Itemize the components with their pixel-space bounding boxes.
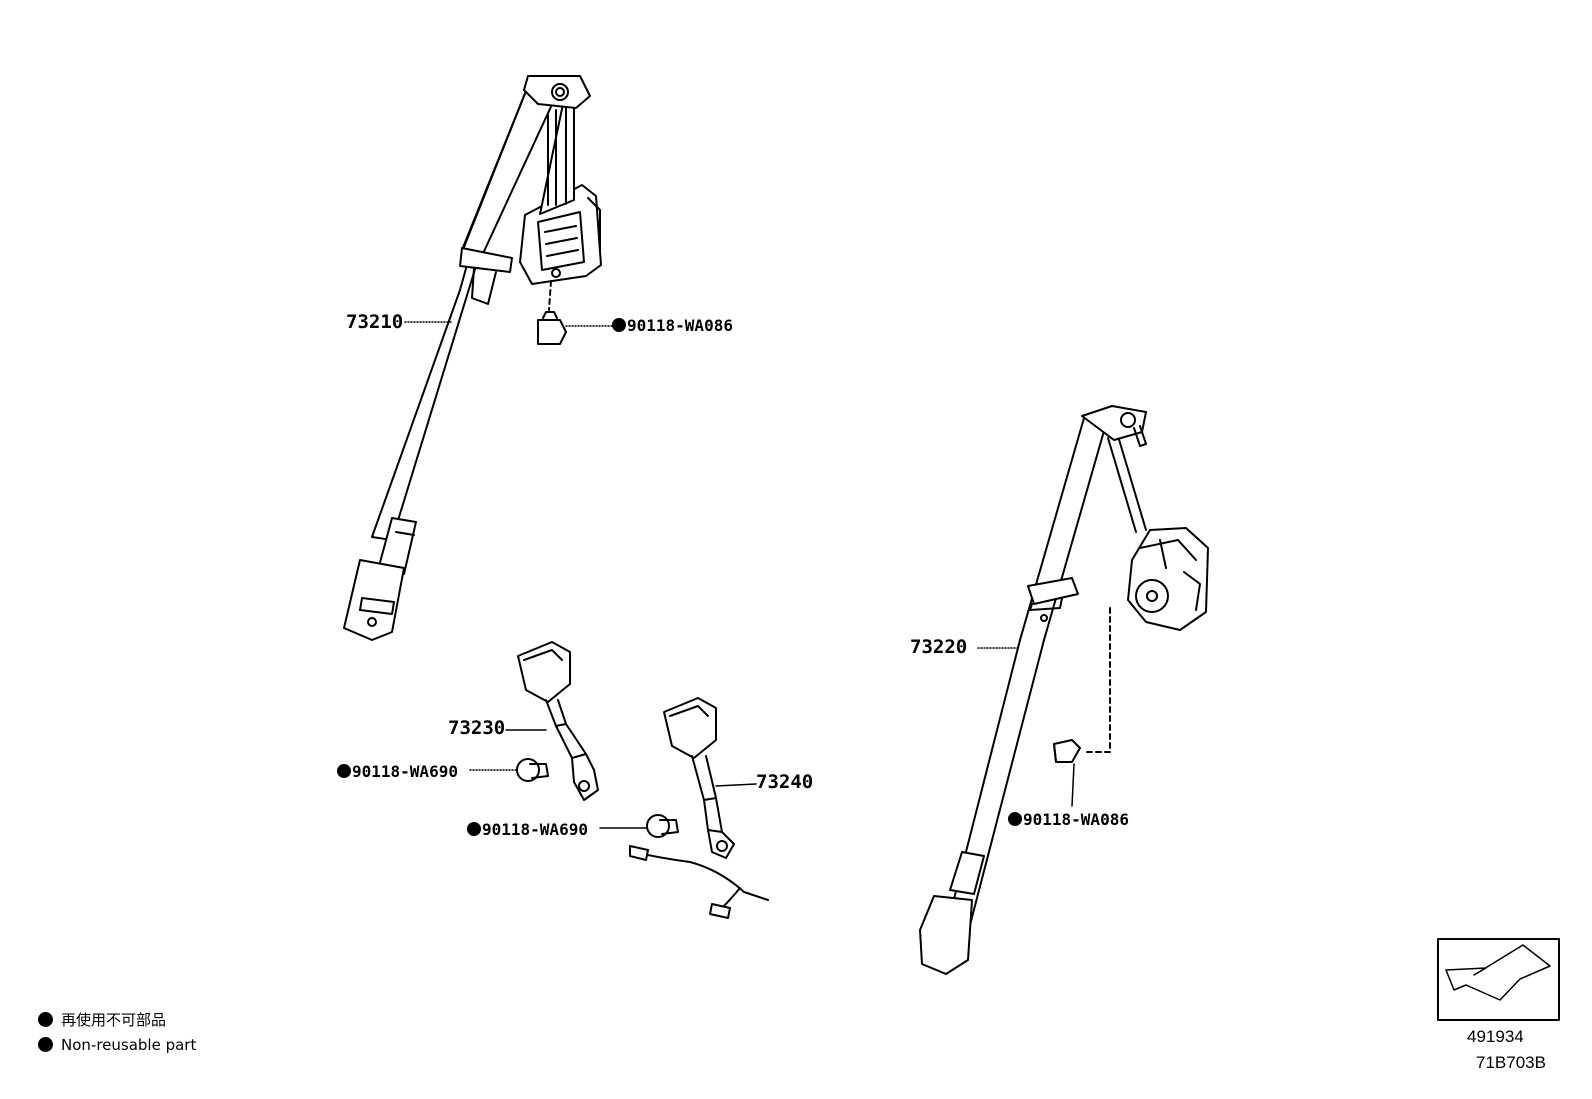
non-reusable-dot-icon	[612, 318, 626, 332]
buckle-73230[interactable]	[505, 641, 599, 801]
legend-non-reusable-en: Non-reusable part	[38, 1036, 196, 1054]
reference-arrow-icon	[1437, 938, 1560, 1021]
non-reusable-dot-icon	[467, 822, 481, 836]
label-bolt-90118-wa086-left[interactable]: 90118-WA086	[612, 316, 733, 336]
non-reusable-dot-icon	[1008, 812, 1022, 826]
label-73230[interactable]: 73230	[448, 717, 506, 739]
buckle-73240[interactable]	[629, 697, 769, 919]
bolt-90118-wa690-a[interactable]	[469, 758, 549, 782]
label-bolt-90118-wa690-a[interactable]: 90118-WA690	[337, 762, 458, 782]
label-73220[interactable]: 73220	[910, 636, 968, 658]
label-73210[interactable]: 73210	[346, 311, 404, 333]
seat-belt-73220[interactable]	[919, 405, 1209, 975]
legend-dot-icon	[38, 1037, 53, 1052]
legend-non-reusable-jp: 再使用不可部品	[38, 1011, 166, 1029]
non-reusable-dot-icon	[337, 764, 351, 778]
legend-dot-icon	[38, 1012, 53, 1027]
bolt-90118-wa086-right[interactable]	[1053, 607, 1111, 807]
bolt-90118-wa086-left[interactable]	[537, 280, 617, 345]
bolt-90118-wa690-b[interactable]	[599, 814, 679, 838]
illustration-code: 71B703B	[1476, 1053, 1546, 1072]
label-bolt-90118-wa086-right[interactable]: 90118-WA086	[1008, 810, 1129, 830]
label-73240[interactable]: 73240	[756, 771, 814, 793]
label-bolt-90118-wa690-b[interactable]: 90118-WA690	[467, 820, 588, 840]
seat-belt-73210[interactable]	[343, 75, 602, 641]
figure-number: 491934	[1467, 1027, 1524, 1046]
